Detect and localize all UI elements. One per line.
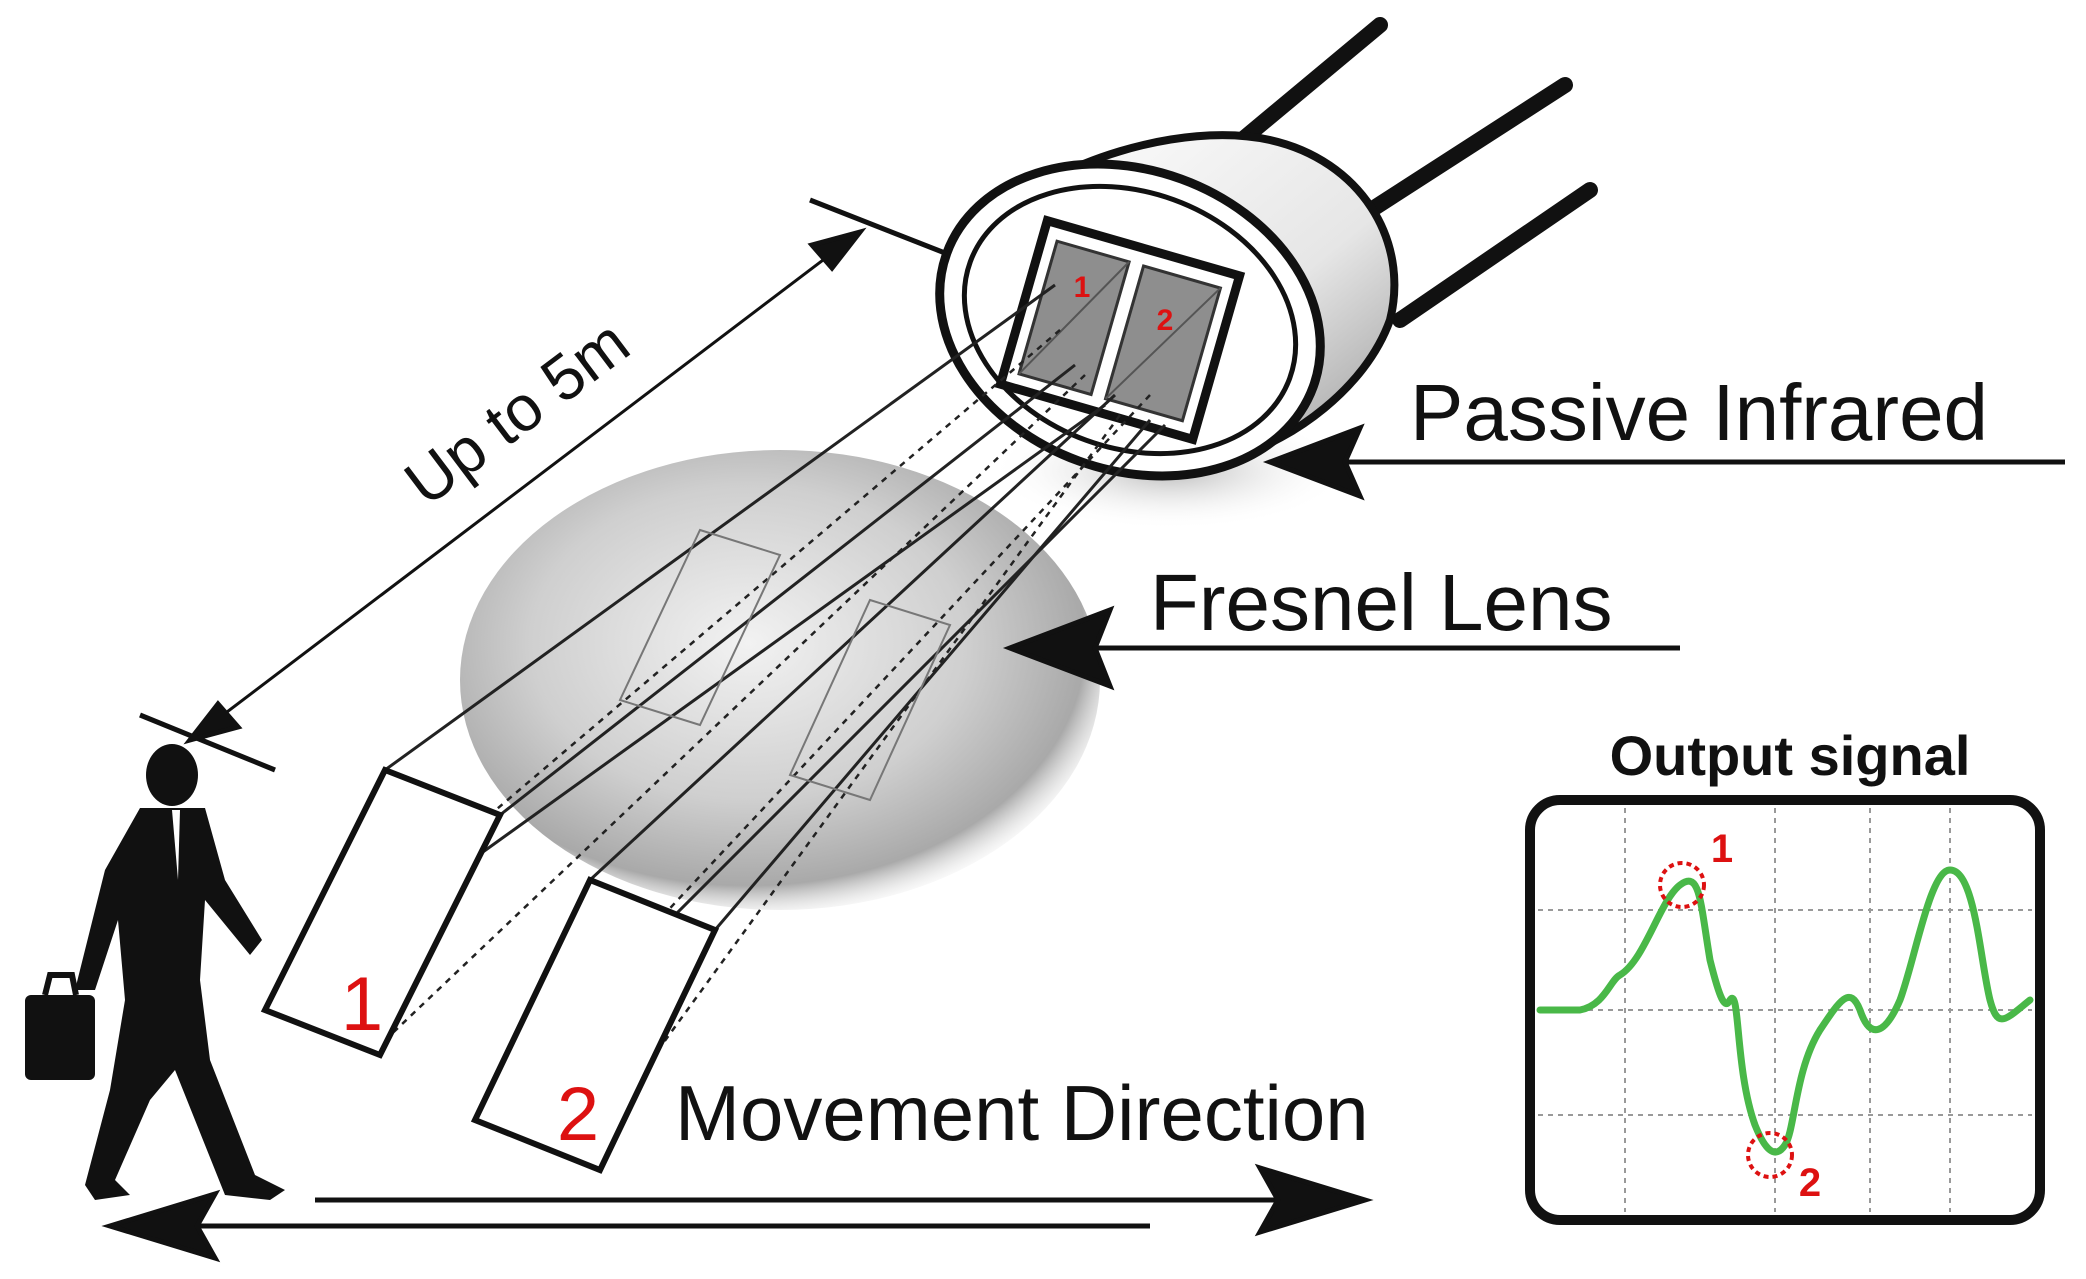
sensor-element-1-label: 1	[1074, 271, 1091, 304]
fresnel-lens-pointer	[1002, 605, 1680, 691]
signal-grid	[1538, 808, 2032, 1212]
zone-1-label: 1	[341, 962, 383, 1047]
passive-infrared-label: Passive Infrared	[1410, 368, 1988, 457]
passive-infrared-pointer	[1262, 423, 2065, 501]
distance-label: Up to 5m	[391, 306, 642, 520]
peak-1-label: 1	[1711, 827, 1733, 871]
peak-1-marker	[1658, 861, 1706, 909]
output-signal-title: Output signal	[1610, 724, 1971, 787]
movement-direction-label: Movement Direction	[675, 1069, 1369, 1157]
peak-2-label: 2	[1799, 1161, 1821, 1205]
distance-dimension	[139, 197, 951, 773]
walking-person	[25, 744, 285, 1200]
sensor-element-2-label: 2	[1157, 304, 1174, 337]
fresnel-lens-label: Fresnel Lens	[1150, 558, 1612, 647]
output-signal-panel: 1 2	[1525, 795, 2045, 1225]
sensor-leads	[1222, 17, 1598, 328]
movement-arrows	[101, 1163, 1374, 1263]
detection-zone-1	[260, 766, 505, 1059]
zone-2-label: 2	[557, 1072, 599, 1157]
lens-zone-outlines	[618, 528, 952, 802]
signal-waveform	[1536, 866, 2034, 1156]
fresnel-lens-shape	[460, 450, 1100, 910]
peak-2-marker	[1746, 1131, 1794, 1179]
detection-zone-2	[470, 876, 720, 1174]
